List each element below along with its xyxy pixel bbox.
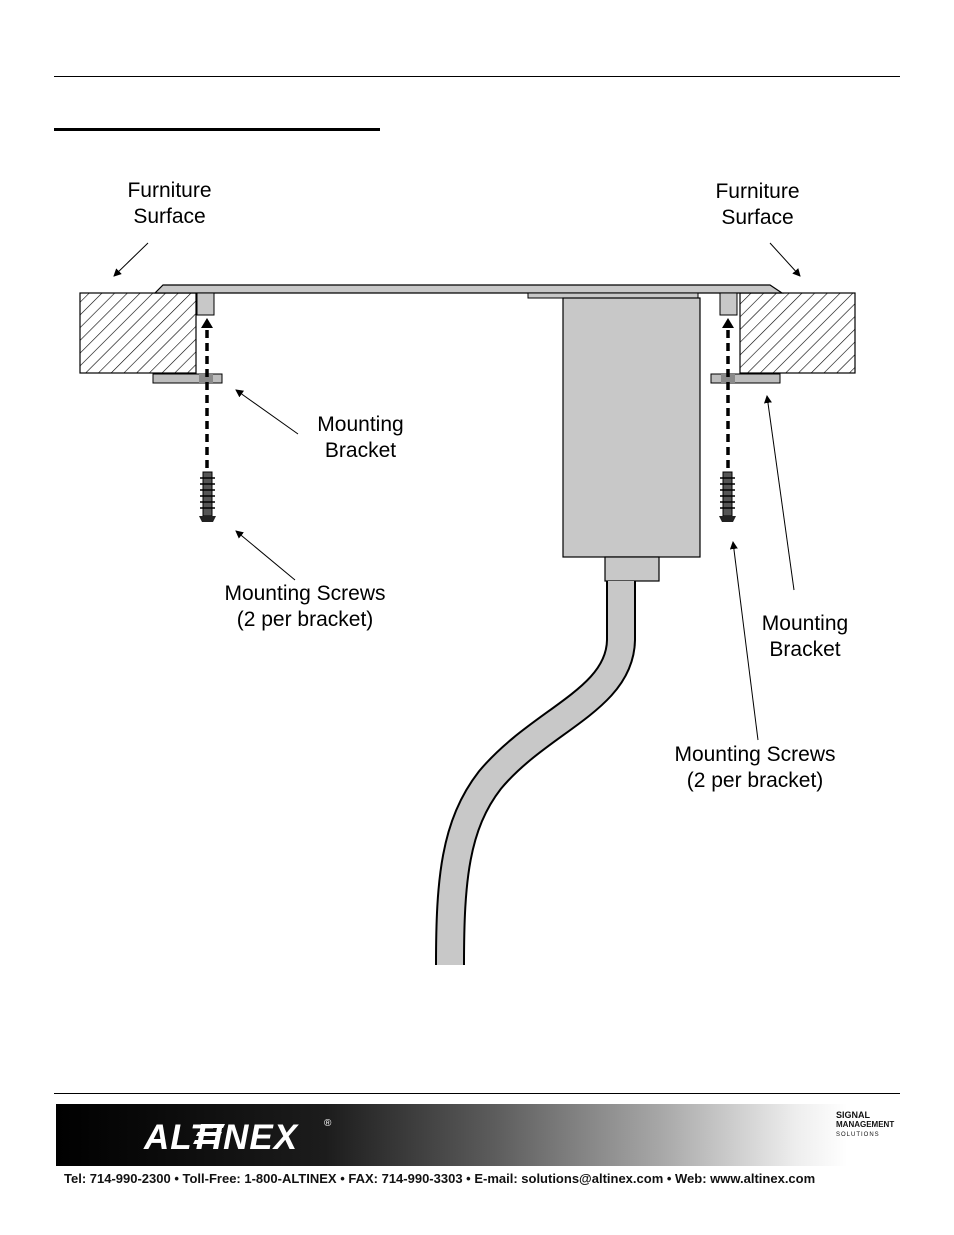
sms-line-2: MANAGEMENT	[836, 1120, 896, 1130]
altinex-logo: ALTINEX	[144, 1118, 298, 1158]
title-underline	[54, 128, 380, 131]
screw-path-left-arrowhead	[201, 318, 213, 328]
top-plate	[155, 285, 782, 293]
footer-rule	[54, 1093, 900, 1094]
screw-path-right-arrowhead	[722, 318, 734, 328]
contact-line: Tel: 714-990-2300 • Toll-Free: 1-800-ALT…	[64, 1171, 815, 1186]
footer-banner: ALTINEX ® SIGNAL MANAGEMENT SOLUTIONS	[56, 1104, 898, 1166]
leader-furniture-left	[114, 243, 148, 276]
cable-fill	[450, 581, 621, 965]
housing-box	[563, 298, 700, 557]
registered-mark: ®	[324, 1118, 331, 1129]
top-plate-step	[528, 293, 698, 298]
leader-screws-left	[236, 531, 295, 580]
leader-furniture-right	[770, 243, 800, 276]
sms-line-1: SIGNAL	[836, 1110, 896, 1120]
signal-management-solutions-logo: SIGNAL MANAGEMENT SOLUTIONS	[836, 1110, 896, 1160]
leader-bracket-right	[767, 396, 794, 590]
label-mounting-screws-right: Mounting Screws(2 per bracket)	[655, 742, 855, 794]
screw-post-left	[197, 293, 214, 315]
header-rule	[54, 76, 900, 77]
mounting-diagram	[0, 150, 954, 980]
screw-right	[719, 472, 736, 522]
cable-collar	[605, 557, 659, 581]
screw-left	[199, 472, 216, 522]
furniture-right-block	[740, 293, 855, 373]
screw-post-right	[720, 293, 737, 315]
leader-bracket-left	[236, 390, 298, 434]
furniture-left-block	[80, 293, 196, 373]
label-mounting-screws-left: Mounting Screws(2 per bracket)	[205, 581, 405, 633]
sms-line-3: SOLUTIONS	[836, 1130, 896, 1140]
cable-outline	[450, 581, 621, 965]
